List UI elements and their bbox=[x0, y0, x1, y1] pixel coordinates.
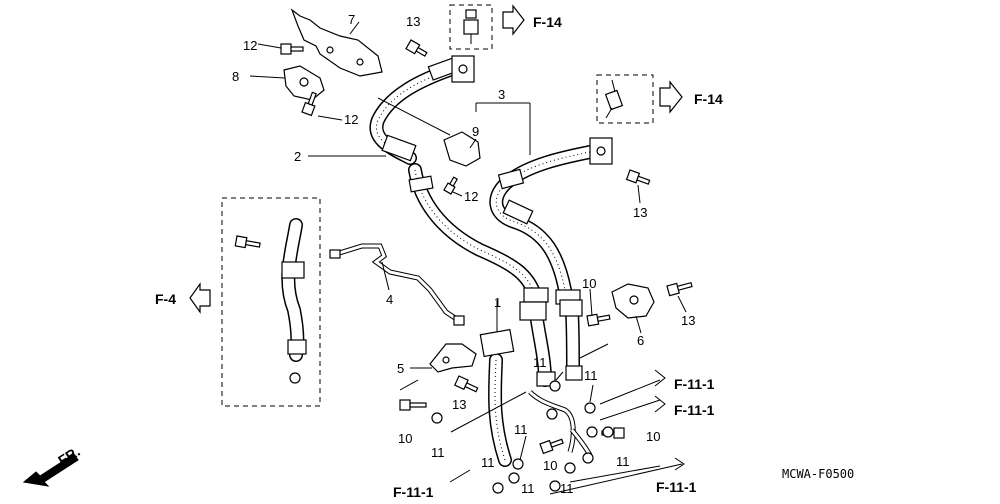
bleed-valve-top bbox=[463, 9, 479, 44]
part-label-11-h: 11 bbox=[560, 481, 574, 496]
upper-joint bbox=[451, 55, 475, 83]
part-label-13-right: 13 bbox=[633, 205, 647, 220]
part-label-10-b: 10 bbox=[398, 431, 412, 446]
hose-lower-right bbox=[565, 305, 580, 377]
hose-lower-left bbox=[530, 313, 552, 387]
arrow-f111-a bbox=[654, 369, 666, 387]
part-label-8: 8 bbox=[232, 69, 239, 84]
part-label-4: 4 bbox=[386, 292, 393, 307]
ref-f111-d: F-11-1 bbox=[656, 479, 697, 495]
arrow-f14-mid bbox=[659, 80, 683, 114]
part-label-1: 1 bbox=[494, 295, 501, 310]
part-label-13-top: 13 bbox=[406, 14, 420, 29]
ref-f111-c: F-11-1 bbox=[393, 484, 434, 499]
washers bbox=[289, 372, 614, 494]
pipe-4 bbox=[329, 243, 465, 326]
part-label-11-c: 11 bbox=[431, 445, 445, 460]
bleed-valve-mid bbox=[604, 79, 624, 119]
holder-6 bbox=[611, 283, 655, 319]
ref-f111-a: F-11-1 bbox=[674, 376, 715, 392]
ref-f111-b: F-11-1 bbox=[674, 402, 715, 418]
part-label-2: 2 bbox=[294, 149, 301, 164]
hose-2-lower bbox=[408, 163, 542, 302]
part-label-11-e: 11 bbox=[481, 455, 495, 470]
hose-3 bbox=[489, 145, 597, 297]
bracket-5 bbox=[429, 343, 477, 373]
front-arrow: FR. bbox=[22, 443, 83, 487]
detail-box-top bbox=[449, 4, 493, 50]
arrow-f4 bbox=[189, 282, 211, 314]
detail-box-mid bbox=[596, 74, 654, 124]
center-joint bbox=[479, 328, 515, 358]
part-label-10-c: 10 bbox=[543, 458, 557, 473]
part-label-9: 9 bbox=[472, 124, 479, 139]
part-label-13-b: 13 bbox=[681, 313, 695, 328]
arrow-f14-top bbox=[502, 4, 525, 36]
bracket-7 bbox=[290, 8, 383, 77]
hose-fittings bbox=[281, 57, 583, 387]
part-label-12-b: 12 bbox=[344, 112, 358, 127]
part-label-5: 5 bbox=[397, 361, 404, 376]
ref-f14-top: F-14 bbox=[533, 14, 562, 30]
arrow-f111-b bbox=[654, 395, 666, 413]
part-label-7: 7 bbox=[348, 12, 355, 27]
part-label-10-d: 10 bbox=[646, 429, 660, 444]
part-label-11-d: 11 bbox=[514, 422, 528, 437]
hose-detail-left bbox=[281, 218, 305, 362]
part-label-11-a: 11 bbox=[533, 355, 547, 370]
bolts bbox=[234, 39, 693, 455]
holder-9 bbox=[443, 131, 481, 167]
part-label-13-c: 13 bbox=[452, 397, 466, 412]
part-label-10-a: 10 bbox=[582, 276, 596, 291]
part-label-11-g: 11 bbox=[521, 481, 535, 496]
ref-f4: F-4 bbox=[155, 291, 176, 307]
right-joint bbox=[589, 137, 613, 165]
part-label-12-c: 12 bbox=[464, 189, 478, 204]
lower-pipe-left bbox=[528, 390, 593, 457]
holder-8 bbox=[283, 65, 325, 101]
arrow-f111-d bbox=[674, 457, 685, 471]
diagram-code: MCWA-F0500 bbox=[782, 467, 854, 481]
leader-lines bbox=[249, 21, 687, 495]
hose-1 bbox=[487, 353, 512, 467]
part-label-11-b: 11 bbox=[584, 368, 598, 383]
part-label-3: 3 bbox=[498, 87, 505, 102]
part-label-11-f: 11 bbox=[616, 454, 630, 469]
ref-f14-mid: F-14 bbox=[694, 91, 723, 107]
part-label-12-a: 12 bbox=[243, 38, 257, 53]
detail-box-left bbox=[221, 197, 321, 407]
part-label-6: 6 bbox=[637, 333, 644, 348]
